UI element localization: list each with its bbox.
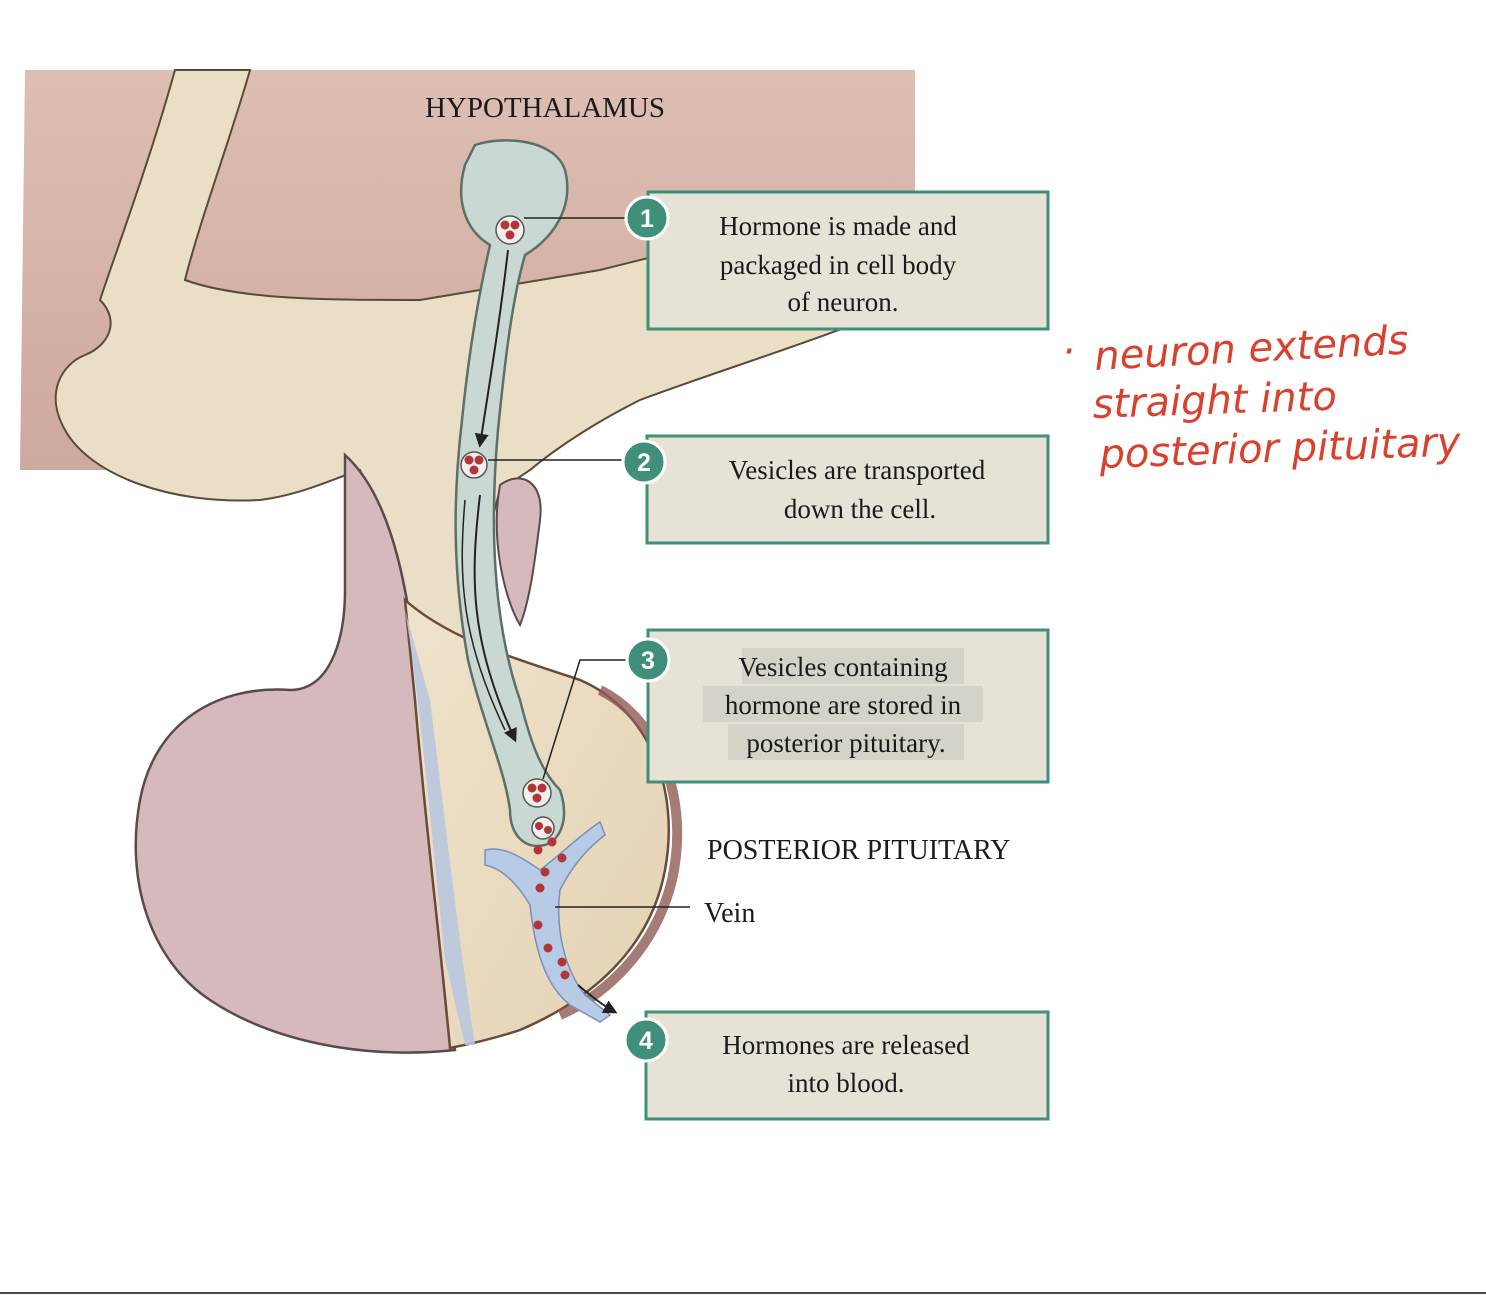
step-4-line-1: Hormones are released xyxy=(722,1030,970,1060)
svg-text:2: 2 xyxy=(637,449,651,477)
handwritten-note-line-1: neuron extends xyxy=(1093,318,1409,380)
bottom-divider xyxy=(0,1292,1486,1294)
step-badge-3: 3 xyxy=(625,637,671,683)
transport-arrow-upper xyxy=(474,249,509,448)
vesicle-transport xyxy=(460,451,488,479)
step-1-line-3: of neuron. xyxy=(788,287,899,317)
step-4-line-2: into blood. xyxy=(787,1068,904,1098)
vesicle-stored xyxy=(522,778,552,808)
vein xyxy=(484,820,612,1023)
svg-text:4: 4 xyxy=(639,1027,653,1055)
handwritten-note-line-3: posterior pituitary xyxy=(1098,419,1463,478)
text-highlight xyxy=(742,648,964,684)
step-box-4 xyxy=(644,1010,1050,1121)
svg-text:3: 3 xyxy=(641,647,655,675)
step-3-line-2: hormone are stored in xyxy=(725,690,962,720)
step-badge-2: 2 xyxy=(621,439,667,485)
step-box-1 xyxy=(646,190,1050,331)
step-1-line-2: packaged in cell body xyxy=(720,250,957,280)
step-1-line-1: Hormone is made and xyxy=(719,211,957,241)
vesicle-cell-body xyxy=(495,215,525,245)
svg-text:1: 1 xyxy=(640,205,654,233)
vesicle-releasing xyxy=(531,816,555,840)
vein-label: Vein xyxy=(704,898,755,929)
step-box-2 xyxy=(645,434,1050,545)
hypothalamus-label: HYPOTHALAMUS xyxy=(425,92,665,124)
handwritten-note-line-2: straight into xyxy=(1092,373,1338,428)
step-badge-4: 4 xyxy=(623,1017,669,1063)
vein-arrow xyxy=(577,984,618,1014)
text-highlight xyxy=(703,686,983,722)
step-badge-1: 1 xyxy=(624,195,670,241)
step-3-line-1: Vesicles containing xyxy=(738,652,947,682)
hormone-dots xyxy=(533,837,570,980)
text-highlight xyxy=(728,724,964,760)
transport-arrow-inner xyxy=(461,499,506,731)
step-2-line-2: down the cell. xyxy=(784,494,936,524)
step-2-line-1: Vesicles are transported xyxy=(729,455,986,485)
boundary-band xyxy=(405,610,475,1045)
step-3-line-3: posterior pituitary. xyxy=(746,728,945,758)
leader-line-3 xyxy=(542,659,628,780)
posterior-pituitary-label: POSTERIOR PITUITARY xyxy=(707,835,1010,866)
transport-arrow-lower xyxy=(473,494,517,743)
tissue-knob xyxy=(495,477,542,628)
neuron xyxy=(454,139,569,848)
handwritten-note: · neuron extends straight into posterior… xyxy=(1062,318,1463,478)
handwritten-note-bullet: · xyxy=(1062,329,1075,375)
posterior-pituitary-rim xyxy=(557,685,683,1020)
